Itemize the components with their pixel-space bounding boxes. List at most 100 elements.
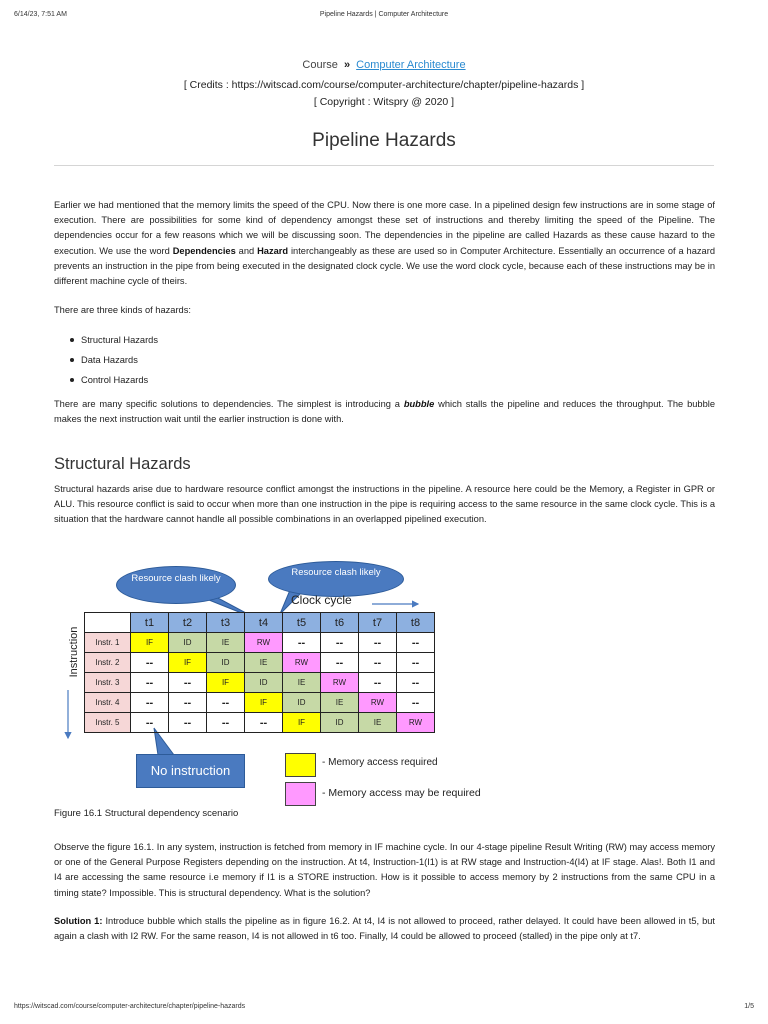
cell-if: IF	[206, 672, 245, 693]
cell-empty: --	[168, 692, 207, 713]
section-heading-structural: Structural Hazards	[54, 455, 191, 473]
cell-ie: IE	[282, 672, 321, 693]
cell-if: IF	[130, 632, 169, 653]
cell-rw: RW	[244, 632, 283, 653]
column-header: t7	[358, 612, 397, 633]
solutions-italic-bubble: bubble	[403, 399, 435, 409]
cell-rw: RW	[282, 652, 321, 673]
cell-id: ID	[282, 692, 321, 713]
cell-ie: IE	[358, 712, 397, 733]
cell-empty: --	[130, 712, 169, 733]
cell-rw: RW	[358, 692, 397, 713]
column-header: t6	[320, 612, 359, 633]
column-header: t1	[130, 612, 169, 633]
cell-empty: --	[130, 672, 169, 693]
cell-if: IF	[244, 692, 283, 713]
legend-label-memory-maybe: - Memory access may be required	[322, 787, 481, 799]
column-header: t4	[244, 612, 283, 633]
row-label: Instr. 3	[84, 672, 131, 693]
instruction-axis-label: Instruction	[68, 626, 80, 678]
intro-text-1: Earlier we had mentioned that the memory…	[54, 200, 715, 256]
breadcrumb: Course » Computer Architecture	[0, 59, 768, 71]
column-header: t8	[396, 612, 435, 633]
kinds-intro: There are three kinds of hazards:	[54, 305, 191, 315]
observe-paragraph: Observe the figure 16.1. In any system, …	[54, 842, 715, 898]
cell-empty: --	[396, 652, 435, 673]
solutions-paragraph: There are many specific solutions to dep…	[54, 397, 715, 427]
intro-bold-dependencies: Dependencies	[172, 245, 236, 256]
cell-empty: --	[168, 672, 207, 693]
cell-rw: RW	[396, 712, 435, 733]
breadcrumb-link-computer-architecture[interactable]: Computer Architecture	[356, 59, 466, 71]
solutions-text-2: which stalls the pipeline and reduces th…	[54, 399, 715, 425]
print-title: Pipeline Hazards | Computer Architecture	[319, 11, 449, 18]
cell-empty: --	[244, 712, 283, 733]
clock-cycle-label: Clock cycle	[291, 593, 352, 607]
cell-empty: --	[206, 692, 245, 713]
print-page-number: 1/5	[744, 1003, 754, 1010]
solution1-label: Solution 1:	[54, 916, 103, 926]
cell-id: ID	[320, 712, 359, 733]
cell-rw: RW	[320, 672, 359, 693]
list-item: Data Hazards	[70, 353, 158, 373]
column-header: t5	[282, 612, 321, 633]
structural-paragraph: Structural hazards arise due to hardware…	[54, 484, 715, 525]
cell-ie: IE	[320, 692, 359, 713]
legend-label-memory-required: - Memory access required	[322, 757, 438, 768]
row-label: Instr. 4	[84, 692, 131, 713]
callout-resource-clash-right: Resource clash likely	[268, 561, 404, 597]
cell-id: ID	[244, 672, 283, 693]
legend-swatch-memory-required	[285, 753, 316, 777]
cell-empty: --	[130, 652, 169, 673]
figure-caption: Figure 16.1 Structural dependency scenar…	[54, 808, 239, 819]
cell-id: ID	[168, 632, 207, 653]
cell-empty: --	[358, 672, 397, 693]
breadcrumb-course: Course	[302, 59, 338, 71]
column-header: t3	[206, 612, 245, 633]
breadcrumb-separator: »	[343, 59, 351, 71]
pipeline-table: t1 t2 t3 t4 t5 t6 t7 t8 Instr. 1 IF ID I…	[84, 612, 435, 733]
print-url: https://witscad.com/course/computer-arch…	[14, 1003, 246, 1010]
cell-id: ID	[206, 652, 245, 673]
corner-cell	[84, 612, 131, 633]
cell-empty: --	[206, 712, 245, 733]
callout-resource-clash-left: Resource clash likely	[116, 566, 236, 604]
cell-empty: --	[396, 672, 435, 693]
hazard-kinds-list: Structural Hazards Data Hazards Control …	[70, 333, 158, 393]
intro-paragraph: Earlier we had mentioned that the memory…	[54, 198, 715, 289]
title-divider	[54, 165, 714, 166]
intro-text-3: interchangeably as these are used so in …	[54, 245, 715, 287]
print-header: 6/14/23, 7:51 AM Pipeline Hazards | Comp…	[14, 11, 754, 23]
cell-empty: --	[358, 652, 397, 673]
legend-swatch-memory-maybe	[285, 782, 316, 806]
table-row: Instr. 3 -- -- IF ID IE RW -- --	[84, 672, 435, 693]
credits: [ Credits : https://witscad.com/course/c…	[183, 79, 585, 91]
cell-empty: --	[282, 632, 321, 653]
page-title: Pipeline Hazards	[312, 130, 456, 151]
callout-no-instruction: No instruction	[136, 754, 245, 788]
table-row: Instr. 5 -- -- -- -- IF ID IE RW	[84, 712, 435, 733]
figure-structural-dependency: Resource clash likely Resource clash lik…	[54, 560, 524, 806]
cell-empty: --	[396, 632, 435, 653]
list-item: Structural Hazards	[70, 333, 158, 353]
cell-empty: --	[358, 632, 397, 653]
cell-ie: IE	[244, 652, 283, 673]
intro-text-2: and	[235, 245, 258, 256]
print-footer: https://witscad.com/course/computer-arch…	[14, 1003, 754, 1015]
column-header: t2	[168, 612, 207, 633]
solution1-paragraph: Solution 1: Introduce bubble which stall…	[54, 914, 715, 944]
cell-empty: --	[130, 692, 169, 713]
header-row: t1 t2 t3 t4 t5 t6 t7 t8	[84, 612, 435, 633]
cell-empty: --	[168, 712, 207, 733]
cell-if: IF	[168, 652, 207, 673]
solution1-text: Introduce bubble which stalls the pipeli…	[54, 916, 715, 942]
cell-if: IF	[282, 712, 321, 733]
table-row: Instr. 2 -- IF ID IE RW -- -- --	[84, 652, 435, 673]
row-label: Instr. 2	[84, 652, 131, 673]
solutions-text-1: There are many specific solutions to dep…	[54, 399, 404, 409]
copyright: [ Copyright : Witspry @ 2020 ]	[313, 96, 455, 108]
row-label: Instr. 5	[84, 712, 131, 733]
intro-bold-hazard: Hazard	[257, 245, 289, 256]
table-row: Instr. 4 -- -- -- IF ID IE RW --	[84, 692, 435, 713]
cell-empty: --	[396, 692, 435, 713]
